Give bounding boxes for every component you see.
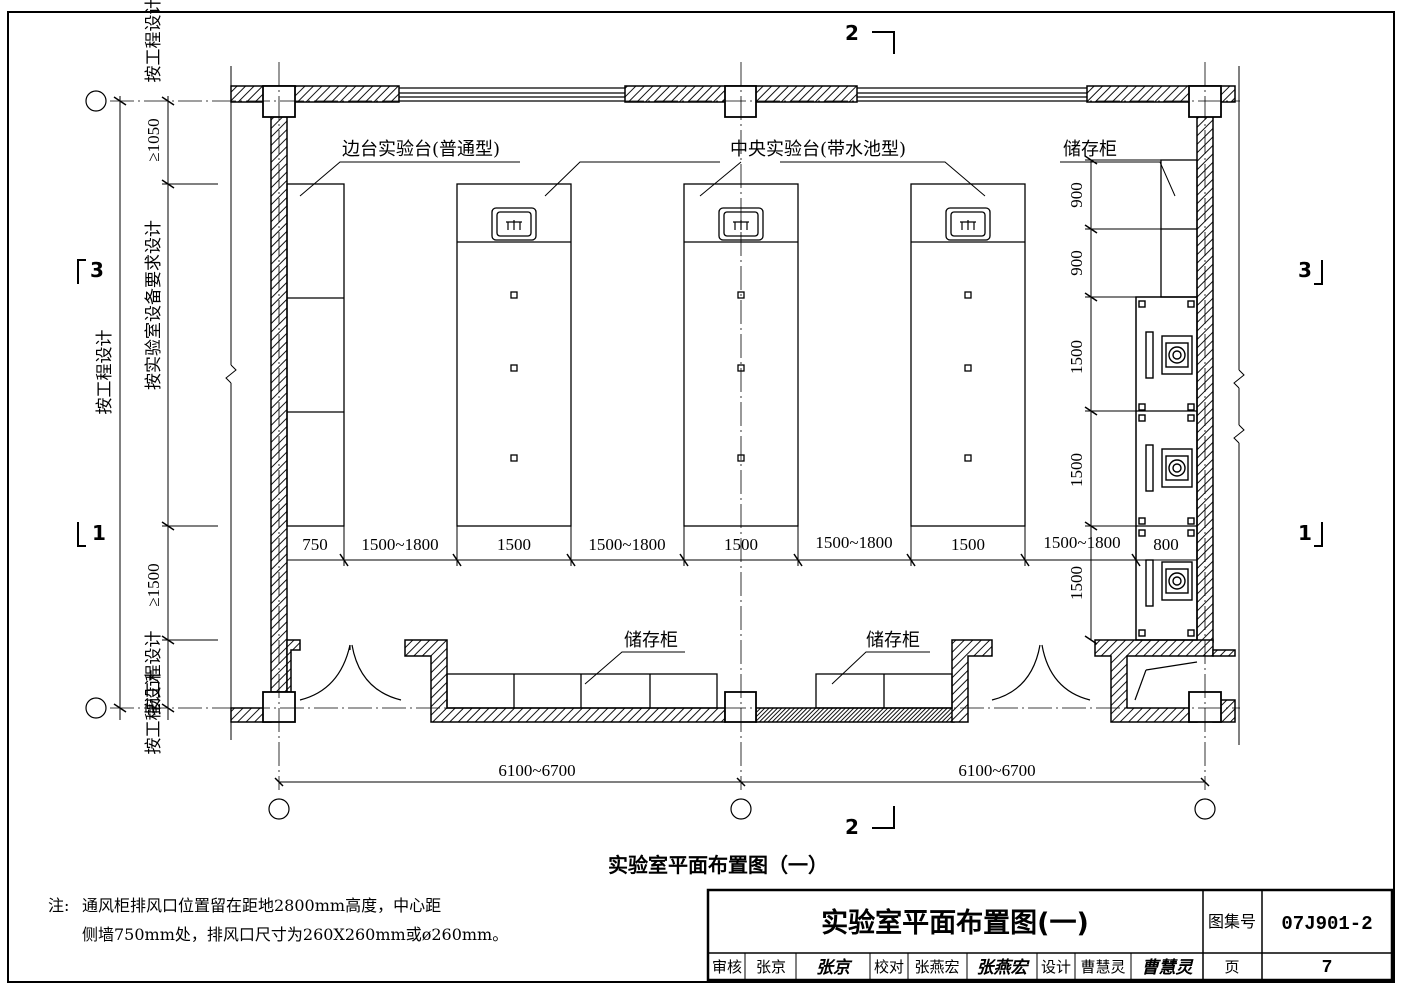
axis-bubbles bbox=[85, 90, 1216, 820]
row-dim-2: 1500~1800 bbox=[361, 535, 438, 554]
left-dim-equipment: 按实验室设备要求设计 bbox=[144, 220, 164, 390]
page-number: 7 bbox=[1322, 958, 1333, 978]
label-storage-right: 储存柜 bbox=[1063, 139, 1117, 160]
row-dim-6: 1500~1800 bbox=[815, 533, 892, 552]
row-dim-5: 1500 bbox=[724, 535, 758, 554]
right-dim-1: 900 bbox=[1067, 182, 1086, 208]
reviewer-signature: 张京 bbox=[816, 958, 853, 978]
note-prefix: 注: bbox=[48, 896, 69, 915]
left-dim-bottom-2: 按工程设计 bbox=[144, 670, 164, 755]
center-bench-3 bbox=[910, 183, 1026, 527]
dimension-lines bbox=[113, 96, 1210, 787]
drawing-title: 实验室平面布置图（一） bbox=[608, 853, 828, 877]
right-dim-4: 1500 bbox=[1067, 453, 1086, 487]
note: 注: 通风柜排风口位置留在距地2800mm高度，中心距 侧墙750mm处，排风口… bbox=[48, 896, 508, 944]
side-bench bbox=[286, 183, 345, 527]
label-storage-bottom-right: 储存柜 bbox=[866, 630, 920, 651]
check-label: 校对 bbox=[874, 958, 904, 976]
right-dim-3: 1500 bbox=[1067, 340, 1086, 374]
top-wall-left bbox=[230, 85, 400, 103]
row-dimension-labels: 750 1500~1800 1500 1500~1800 1500 1500~1… bbox=[302, 533, 1179, 554]
right-dimension-labels: 900 900 1500 1500 1500 bbox=[1067, 182, 1086, 600]
doors bbox=[299, 644, 1198, 701]
checker-name: 张燕宏 bbox=[914, 958, 959, 976]
row-dim-8: 1500~1800 bbox=[1043, 533, 1120, 552]
atlas-label: 图集号 bbox=[1208, 912, 1256, 931]
fume-hood-3 bbox=[1138, 529, 1195, 637]
bottom-storage bbox=[446, 673, 953, 709]
bottom-dim-right: 6100~6700 bbox=[958, 761, 1035, 780]
left-dim-bottom: 按工程设计 bbox=[144, 631, 164, 716]
right-dim-2: 900 bbox=[1067, 250, 1086, 276]
walls bbox=[230, 85, 1236, 723]
section-mark-top: 2 bbox=[845, 21, 859, 45]
section-mark-left-lower: 1 bbox=[92, 521, 106, 545]
center-bench-1 bbox=[456, 183, 572, 527]
right-storage bbox=[1135, 159, 1198, 641]
label-side-bench: 边台实验台(普通型) bbox=[342, 139, 500, 160]
section-mark-right-lower: 1 bbox=[1298, 521, 1312, 545]
row-dim-3: 1500 bbox=[497, 535, 531, 554]
left-dim-outer: 按工程设计 bbox=[95, 330, 115, 415]
row-dim-9: 800 bbox=[1153, 535, 1179, 554]
bottom-dimension-labels: 6100~6700 6100~6700 bbox=[498, 761, 1035, 780]
section-mark-bottom: 2 bbox=[845, 815, 859, 839]
fume-hood-2 bbox=[1138, 414, 1195, 525]
left-dim-top: 按工程设计 bbox=[144, 0, 164, 83]
section-mark-lines bbox=[77, 31, 1323, 829]
note-line-2: 侧墙750mm处，排风口尺寸为260X260mm或ø260mm。 bbox=[82, 925, 508, 944]
leaders bbox=[299, 161, 1176, 685]
fume-hood-1 bbox=[1138, 300, 1195, 411]
review-label: 审核 bbox=[712, 958, 742, 976]
section-mark-left-upper: 3 bbox=[90, 258, 104, 282]
bottom-dim-left: 6100~6700 bbox=[498, 761, 575, 780]
section-mark-right-upper: 3 bbox=[1298, 258, 1312, 282]
columns bbox=[262, 85, 1222, 723]
page-label: 页 bbox=[1224, 958, 1239, 976]
title-block-title: 实验室平面布置图(一) bbox=[821, 907, 1089, 939]
row-dim-4: 1500~1800 bbox=[588, 535, 665, 554]
designer-name: 曹慧灵 bbox=[1080, 958, 1125, 976]
right-dim-5: 1500 bbox=[1067, 566, 1086, 600]
checker-signature: 张燕宏 bbox=[977, 958, 1031, 978]
center-bench-2 bbox=[683, 183, 799, 527]
designer-signature: 曹慧灵 bbox=[1142, 958, 1195, 978]
center-benches bbox=[456, 183, 1026, 527]
recess-wall-right-dense bbox=[755, 707, 955, 723]
design-label: 设计 bbox=[1041, 958, 1071, 976]
row-dim-1: 750 bbox=[302, 535, 328, 554]
sheet-border bbox=[7, 11, 1395, 983]
atlas-number: 07J901-2 bbox=[1281, 913, 1372, 935]
label-center-bench: 中央实验台(带水池型) bbox=[730, 139, 906, 160]
fume-hoods bbox=[1138, 300, 1195, 637]
left-dimension-labels: 按工程设计 ≥1050 按实验室设备要求设计 ≥1500 按工程设计 按工程设计… bbox=[95, 0, 164, 755]
note-line-1: 通风柜排风口位置留在距地2800mm高度，中心距 bbox=[82, 896, 441, 915]
left-dim-1500: ≥1500 bbox=[144, 563, 163, 606]
title-block bbox=[706, 888, 1394, 982]
row-dim-7: 1500 bbox=[951, 535, 985, 554]
left-dim-1050: ≥1050 bbox=[144, 118, 163, 161]
label-storage-bottom-left: 储存柜 bbox=[624, 630, 678, 651]
reviewer-name: 张京 bbox=[756, 958, 786, 976]
